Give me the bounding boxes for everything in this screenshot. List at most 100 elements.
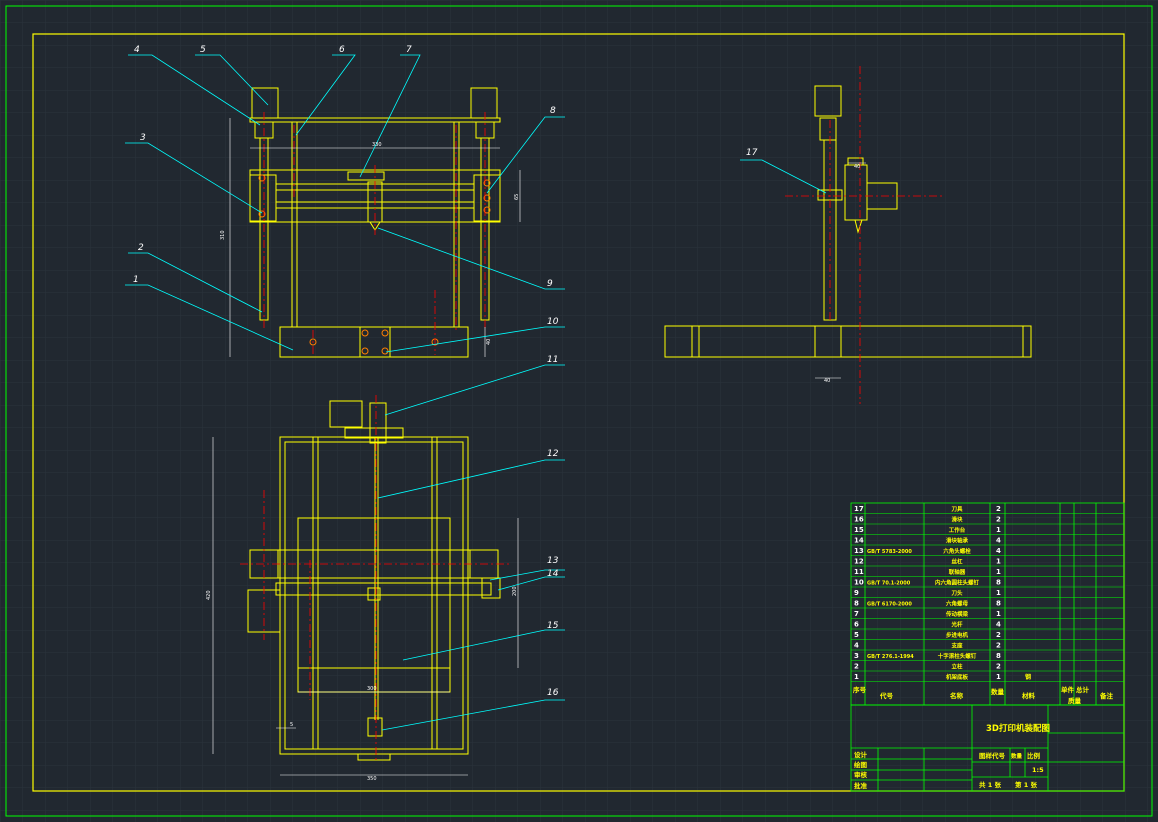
bom-row-qty: 4	[996, 537, 1001, 545]
bom-row-number: 6	[854, 621, 859, 629]
label-drawing-no: 图样代号	[979, 751, 1006, 760]
bom-row-number: 12	[854, 558, 864, 566]
bom-row-code: GB/T 70.1-2000	[867, 581, 911, 587]
bom-row-material: 钢	[1025, 673, 1031, 681]
part-label-5: 5	[200, 45, 206, 55]
bom-row-number: 2	[854, 663, 859, 671]
top-dimensions	[212, 437, 519, 776]
sheets-total: 共 1 张	[979, 780, 1002, 789]
bom-row-code: GB/T 6170-2000	[867, 602, 912, 608]
dim-top-width: 350	[367, 776, 377, 782]
dim-top-inner: 200	[512, 586, 518, 596]
bom-row-name: 工作台	[949, 526, 966, 534]
bom-row-qty: 8	[996, 652, 1001, 660]
bom-row-number: 8	[854, 600, 859, 608]
bom-row-qty: 2	[996, 505, 1001, 513]
outer-frame	[5, 5, 1153, 817]
bom-header-qty: 数量	[991, 687, 1005, 696]
label-approve: 批准	[854, 781, 868, 790]
bom-row-name: 刀头	[951, 589, 963, 597]
bom-row-number: 11	[854, 568, 864, 576]
part-label-6: 6	[339, 45, 345, 55]
bom-row-name: 六角螺母	[946, 600, 969, 608]
part-label-11: 11	[547, 355, 558, 365]
dim-front-height: 310	[220, 230, 226, 240]
part-label-16: 16	[547, 688, 559, 698]
dim-top-height: 420	[206, 590, 212, 600]
part-label-13: 13	[547, 556, 559, 566]
bom-row-qty: 2	[996, 631, 1001, 639]
bom-header-total-weight: 总计	[1076, 685, 1090, 694]
dim-front-width: 330	[372, 142, 382, 148]
label-check: 审核	[854, 770, 868, 779]
part-label-9: 9	[547, 279, 553, 289]
bom-table	[850, 502, 1125, 792]
bom-row-qty: 1	[996, 568, 1001, 576]
bom-header-unit-weight: 单件	[1061, 685, 1075, 694]
label-design: 设计	[854, 750, 868, 759]
bom-header-material: 材料	[1021, 691, 1036, 700]
dimension-texts: 330 310 65 40 40 40 420 200 300 350 5	[206, 142, 860, 782]
top-centerlines	[240, 395, 510, 760]
bom-row-qty: 2	[996, 642, 1001, 650]
drawing-title: 3D打印机装配图	[986, 723, 1050, 734]
bom-row-name: 支座	[950, 642, 963, 650]
bom-row-name: 内六角圆柱头螺钉	[935, 579, 980, 587]
side-dimensions	[815, 162, 866, 379]
bom-row-number: 15	[854, 526, 864, 534]
bom-row-qty: 1	[996, 589, 1001, 597]
bom-row-name: 滑块轴承	[946, 537, 969, 545]
bom-row-number: 10	[854, 579, 864, 587]
bom-row-name: 光杆	[950, 621, 963, 629]
bom-row-name: 十字滚柱头螺钉	[938, 652, 977, 660]
side-centerlines	[785, 66, 945, 404]
bom-row-number: 9	[854, 589, 859, 597]
bom-row-name: 传动横梁	[945, 610, 969, 618]
bom-header-remark: 备注	[1099, 691, 1114, 700]
bom-row-qty: 1	[996, 610, 1001, 618]
bom-row-code: GB/T 5783-2000	[867, 549, 912, 555]
part-label-15: 15	[547, 621, 559, 631]
bom-header-code: 代号	[879, 691, 894, 700]
bom-row-number: 7	[854, 610, 859, 618]
part-label-8: 8	[550, 106, 556, 116]
bom-header-seq: 序号	[852, 685, 867, 694]
bom-row-name: 联轴器	[949, 568, 966, 576]
front-dimensions	[229, 118, 521, 357]
leader-lines	[125, 54, 827, 731]
dim-front-base: 40	[486, 339, 492, 345]
part-label-14: 14	[547, 569, 559, 579]
bom-row-name: 六角头螺栓	[943, 547, 971, 555]
dim-front-gantry: 65	[514, 194, 520, 200]
part-label-7: 7	[406, 45, 412, 55]
part-label-12: 12	[547, 449, 559, 459]
bom-row-number: 5	[854, 631, 859, 639]
label-drafting: 绘图	[854, 760, 868, 769]
part-label-2: 2	[138, 243, 144, 253]
scale-value: 1:5	[1032, 766, 1044, 774]
bom-row-name: 刀具	[951, 505, 963, 513]
bom-row-code: GB/T 276.1-1994	[867, 654, 914, 660]
part-label-4: 4	[134, 45, 140, 55]
part-label-3: 3	[140, 133, 146, 143]
bom-row-qty: 1	[996, 673, 1001, 681]
bom-row-number: 17	[854, 505, 864, 513]
bom-row-name: 步进电机	[946, 631, 969, 639]
bom-header-name: 名称	[950, 691, 964, 700]
title-block: 3D打印机装配图 设计 绘图 审核 批准 图样代号 数量 比例 1:5 共 1 …	[854, 723, 1050, 790]
bom-row-qty: 4	[996, 547, 1001, 555]
bom-row-name: 机架底板	[945, 673, 969, 681]
bom-row-number: 14	[854, 537, 864, 545]
bom-row-qty: 4	[996, 621, 1001, 629]
part-label-10: 10	[547, 317, 559, 327]
sheet-no: 第 1 张	[1015, 780, 1038, 789]
dim-side-bottom: 40	[824, 378, 830, 384]
bom-row-qty: 2	[996, 663, 1001, 671]
bom-row-qty: 2	[996, 516, 1001, 524]
bom-row-number: 13	[854, 547, 864, 555]
bom-row-name: 丝杠	[951, 558, 963, 566]
bom-header-weight: 质量	[1068, 696, 1082, 705]
